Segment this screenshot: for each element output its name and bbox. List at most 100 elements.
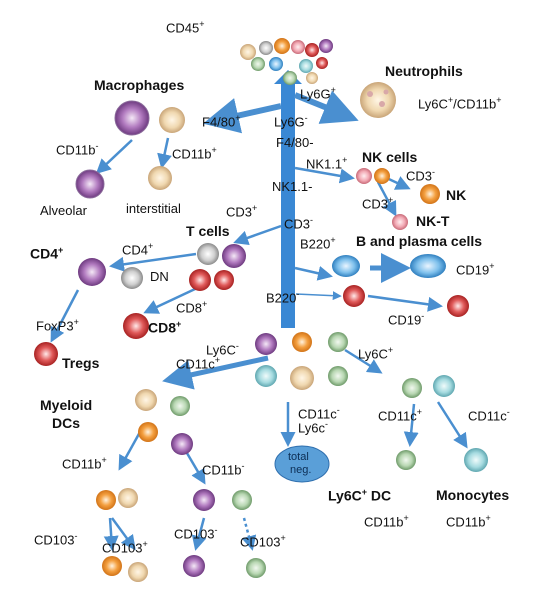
cd103-pos-left-cell: [128, 562, 148, 582]
b220-pos-label: B220+: [300, 235, 336, 252]
ly6c-dc-marker: CD11b+: [364, 513, 409, 530]
cd4-cell: [78, 258, 106, 286]
cd19-pos-cell: [410, 254, 446, 278]
dn-label: DN: [150, 269, 169, 284]
cd103-neg-right-label: CD103-: [174, 525, 218, 542]
arrows: [50, 90, 468, 551]
myeloid-dcs-title-line1: Myeloid: [40, 397, 93, 413]
myeloid-cell-tan: [290, 366, 314, 390]
nk-cd3-neg-label: CD3-: [406, 167, 436, 184]
arrow-cd103-pos-right: [241, 517, 257, 551]
total-neg-line1: total: [288, 451, 309, 463]
arrow-nkt: [376, 181, 397, 217]
cd103-neg-right-cell: [183, 555, 205, 577]
arrow-b220-neg: [295, 291, 342, 301]
interstitial-cell: [148, 166, 172, 190]
b-cell: [332, 255, 360, 277]
ly6c-branch-cd11c-pos-label: CD11c+: [378, 407, 423, 424]
t-cells-title: T cells: [186, 223, 230, 239]
total-neg-line2: neg.: [290, 464, 312, 476]
ly6c-dc-label: Ly6C+ DC: [328, 487, 392, 504]
interstitial-label: interstitial: [126, 201, 181, 216]
dn-cell: [121, 267, 143, 289]
myeloid-cell-green: [328, 332, 348, 352]
arrow-nk-cells: [294, 166, 355, 184]
cd11b-pos-cell-tan: [118, 488, 138, 508]
mdc-cell-green: [170, 396, 190, 416]
t-cell-gray: [197, 243, 219, 265]
cd45-mixed-cluster: [240, 38, 333, 85]
b220-neg-label: B220-: [266, 289, 300, 306]
myeloid-cell-orange: [292, 332, 312, 352]
macrophage-cd11b-neg-cell: [114, 100, 150, 136]
ly6c-pos-cell-green: [402, 378, 422, 398]
cd11c-pos-label: CD11c+: [176, 355, 221, 372]
arrow-interstitial: [157, 137, 172, 169]
alveolar-cell: [75, 169, 105, 199]
arrow-dc-cd11b-pos: [118, 431, 142, 471]
monocytes-marker: CD11b+: [446, 513, 491, 530]
myeloid-cell-teal: [255, 365, 277, 387]
myeloid-cell-green-2: [328, 366, 348, 386]
arrow-foxp3: [50, 289, 80, 343]
myeloid-dcs-title-line2: DCs: [52, 415, 81, 431]
cd103-neg-left-cell: [102, 556, 122, 576]
arrow-b-cells: [294, 266, 333, 281]
nkt-label: NK-T: [416, 213, 450, 229]
arrow-neutrophils: [293, 90, 359, 124]
dc-cd11b-pos-label: CD11b+: [62, 455, 107, 472]
arrow-cd103-neg-left2: [110, 517, 136, 551]
b-cells-title: B and plasma cells: [356, 233, 483, 249]
cd8-cell: [123, 313, 149, 339]
macrophage-cd11b-neg-label: CD11b-: [56, 141, 99, 158]
mdc-cell-tan: [135, 389, 157, 411]
total-neg-ly6c-label: Ly6c-: [298, 419, 328, 436]
nk-label: NK: [446, 187, 467, 203]
arrow-alveolar: [95, 139, 133, 175]
cd11b-pos-cell-orange: [96, 490, 116, 510]
macrophage-cd11b-pos-label: CD11b+: [172, 145, 217, 162]
arrow-dc-cd11b-neg: [182, 447, 206, 485]
nkt-cell: [392, 214, 408, 230]
neutrophils-title: Neutrophils: [385, 63, 463, 79]
nk-cd3-pos-label: CD3+: [362, 195, 394, 212]
arrow-ly6c-pos: [344, 348, 383, 374]
t-cell-purple: [222, 244, 246, 268]
cd3-neg-label: CD3-: [284, 215, 314, 232]
dc-cd11b-neg-label: CD11b-: [202, 461, 245, 478]
cd19-neg-label: CD19-: [388, 311, 425, 328]
nk-cell: [420, 184, 440, 204]
foxp3-label: FoxP3+: [36, 317, 79, 334]
cd3-pos-label: CD3+: [226, 203, 258, 220]
cd103-pos-left-label: CD103+: [102, 539, 148, 556]
nk11-neg-label: NK1.1-: [272, 179, 313, 194]
cd8-label: CD8+: [148, 319, 182, 336]
arrow-cd103-neg-left: [103, 517, 119, 551]
t-cell-red-2: [214, 270, 234, 290]
neutrophils-marker: Ly6C+/CD11b+: [418, 95, 502, 112]
cd4-label: CD4+: [30, 245, 64, 262]
arrow-myeloid-dcs: [162, 355, 269, 390]
cd45-label: CD45+: [166, 19, 205, 36]
treg-cell: [34, 342, 58, 366]
arrow-t-cells: [233, 224, 282, 246]
ly6g-neg-label: Ly6G-: [274, 113, 308, 130]
nk-cells-title: NK cells: [362, 149, 418, 165]
macrophage-cd11b-pos-cell: [159, 107, 185, 133]
b220-neg-cell: [343, 285, 365, 307]
cd103-pos-right-label: CD103+: [240, 533, 286, 550]
cd8-arrow-label: CD8+: [176, 299, 208, 316]
monocyte-cell: [464, 448, 488, 472]
monocytes-label: Monocytes: [436, 487, 510, 503]
arrow-macrophages: [202, 98, 282, 134]
mdc-cell-orange: [138, 422, 158, 442]
cells: [34, 38, 488, 582]
neutrophil-cell: [360, 82, 396, 118]
cd103-neg-left-label: CD103-: [34, 531, 78, 548]
ly6g-pos-label: Ly6G+: [300, 85, 336, 102]
arrow-cd103-neg-right: [191, 517, 207, 551]
nk-precursor-cell-2: [374, 168, 390, 184]
ly6c-branch-cd11c-neg-label: CD11c-: [468, 407, 510, 424]
cd11b-neg-cell-purple: [193, 489, 215, 511]
